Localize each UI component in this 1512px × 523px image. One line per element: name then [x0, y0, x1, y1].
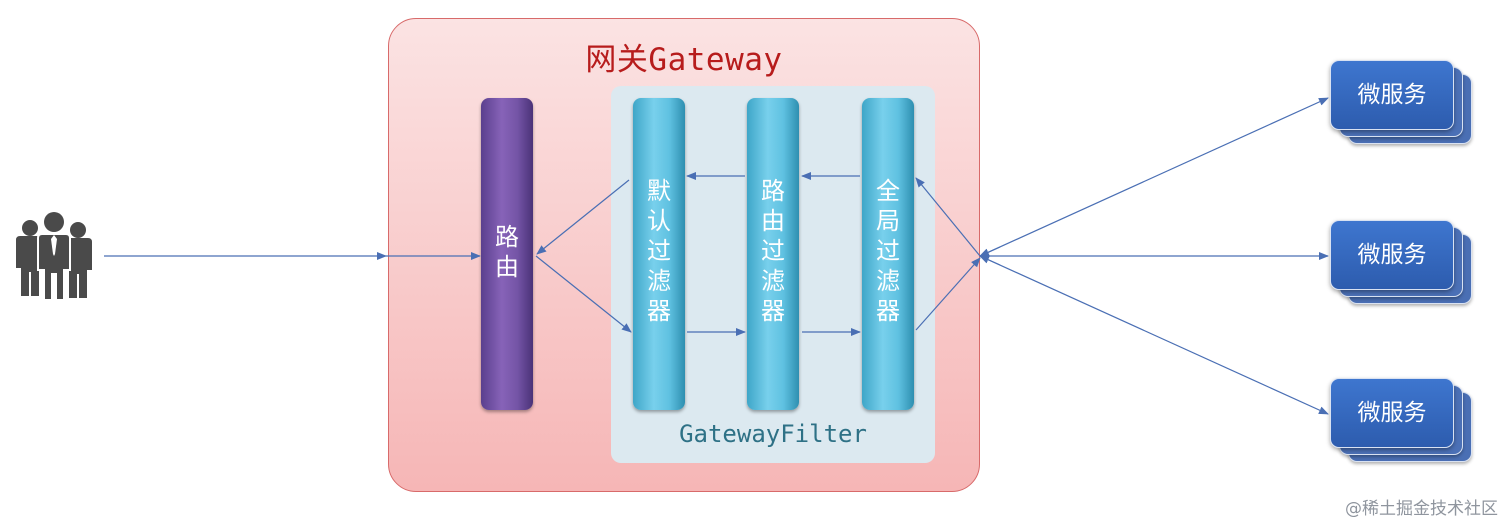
microservice-3: 微服务 [1330, 378, 1472, 462]
microservice-3-label: 微服务 [1357, 400, 1427, 426]
gateway-filter-label: GatewayFilter [679, 420, 867, 448]
route-filter-bar: 路 由 过 滤 器 [747, 98, 799, 410]
users-group-icon [10, 210, 100, 302]
route-filter-label: 路 由 过 滤 器 [761, 177, 785, 325]
gateway-title: 网关Gateway [585, 42, 783, 78]
microservice-1-label: 微服务 [1357, 82, 1427, 108]
arrow-hub-to-microservice-3 [979, 255, 1329, 415]
arrow-microservice-3-return [979, 255, 1001, 266]
default-filter-label: 默 认 过 滤 器 [647, 177, 671, 325]
global-filter-label: 全 局 过 滤 器 [876, 177, 900, 325]
microservice-2-label: 微服务 [1357, 242, 1427, 268]
router-bar: 路 由 [481, 98, 533, 410]
microservice-2: 微服务 [1330, 220, 1472, 304]
default-filter-bar: 默 认 过 滤 器 [633, 98, 685, 410]
global-filter-bar: 全 局 过 滤 器 [862, 98, 914, 410]
router-label: 路 由 [495, 223, 519, 281]
arrow-hub-to-microservice-1 [979, 97, 1329, 257]
arrow-microservice-1-return [979, 246, 1001, 257]
watermark: @稀土掘金技术社区 [1345, 499, 1498, 519]
microservice-1: 微服务 [1330, 60, 1472, 144]
